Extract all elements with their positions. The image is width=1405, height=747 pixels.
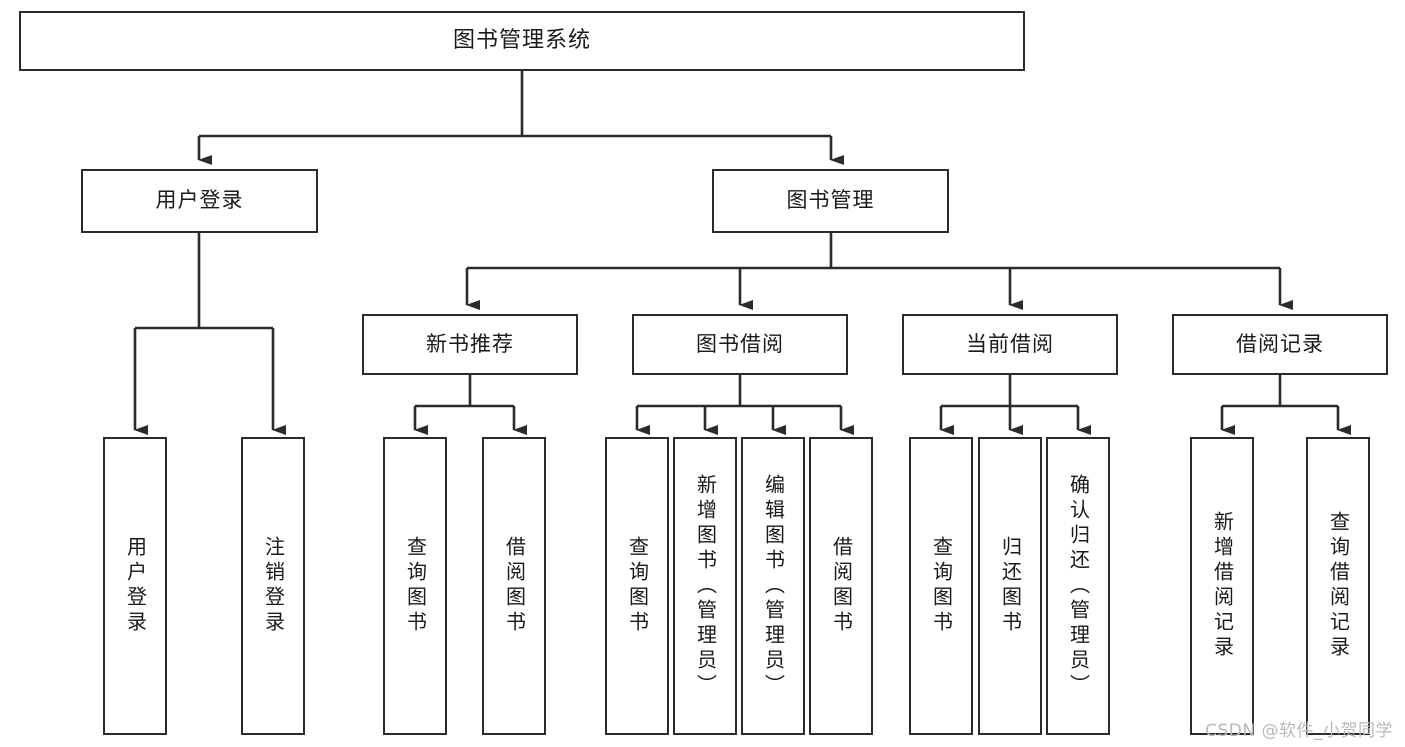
node-label: 图书管理系统 — [452, 27, 591, 53]
node-label: 新增借阅记录 — [1210, 511, 1235, 661]
node-label: 查询图书 — [625, 536, 650, 636]
node-label: 当前借阅 — [966, 331, 1054, 356]
node-label: 图书管理 — [786, 188, 875, 213]
node-leaf-confirm-return[interactable]: 确认归还（管理员） — [1046, 437, 1110, 735]
node-label: 归还图书 — [998, 536, 1023, 636]
node-leaf-user-login[interactable]: 用户登录 — [103, 437, 167, 735]
node-label: 新增图书（管理员） — [693, 473, 718, 699]
node-new-book-recommend[interactable]: 新书推荐 — [362, 314, 578, 375]
node-label: 新书推荐 — [426, 331, 514, 356]
node-book-management[interactable]: 图书管理 — [712, 169, 949, 233]
node-label: 确认归还（管理员） — [1066, 473, 1091, 699]
node-label: 图书借阅 — [696, 331, 784, 356]
node-label: 用户登录 — [123, 536, 148, 636]
node-label: 编辑图书（管理员） — [761, 473, 786, 699]
node-leaf-query-book-1[interactable]: 查询图书 — [383, 437, 447, 735]
node-label: 注销登录 — [261, 536, 286, 636]
node-label: 借阅记录 — [1236, 331, 1324, 356]
node-leaf-query-book-2[interactable]: 查询图书 — [605, 437, 669, 735]
node-leaf-return-book[interactable]: 归还图书 — [978, 437, 1042, 735]
node-label: 查询图书 — [929, 536, 954, 636]
node-label: 借阅图书 — [502, 536, 527, 636]
node-leaf-edit-book[interactable]: 编辑图书（管理员） — [741, 437, 805, 735]
node-label: 查询图书 — [403, 536, 428, 636]
node-root-book-management-system[interactable]: 图书管理系统 — [19, 11, 1025, 71]
node-leaf-borrow-book-2[interactable]: 借阅图书 — [809, 437, 873, 735]
node-book-borrow[interactable]: 图书借阅 — [632, 314, 848, 375]
node-leaf-add-record[interactable]: 新增借阅记录 — [1190, 437, 1254, 735]
node-leaf-logout[interactable]: 注销登录 — [241, 437, 305, 735]
node-label: 借阅图书 — [829, 536, 854, 636]
node-leaf-query-record[interactable]: 查询借阅记录 — [1306, 437, 1370, 735]
node-user-login[interactable]: 用户登录 — [81, 169, 318, 233]
node-label: 用户登录 — [155, 188, 244, 213]
node-borrow-record[interactable]: 借阅记录 — [1172, 314, 1388, 375]
watermark-text: CSDN @软件_小贺同学 — [1205, 721, 1393, 741]
node-current-borrow[interactable]: 当前借阅 — [902, 314, 1118, 375]
node-leaf-add-book[interactable]: 新增图书（管理员） — [673, 437, 737, 735]
node-leaf-borrow-book-1[interactable]: 借阅图书 — [482, 437, 546, 735]
node-leaf-query-book-3[interactable]: 查询图书 — [909, 437, 973, 735]
node-label: 查询借阅记录 — [1326, 511, 1351, 661]
